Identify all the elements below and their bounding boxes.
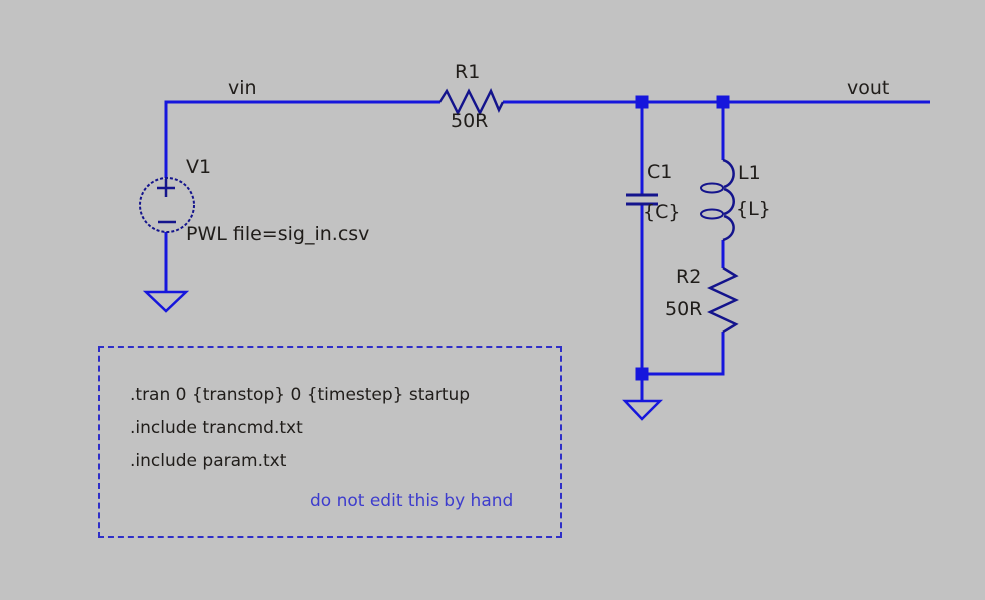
plus-icon	[157, 179, 175, 197]
c1-ref-label[interactable]: C1	[647, 161, 673, 183]
resistor-r2-body[interactable]	[707, 266, 739, 334]
spice-directive-line[interactable]: .include param.txt	[130, 451, 287, 471]
r1-value-label[interactable]: 50R	[451, 110, 489, 132]
spice-directive-line[interactable]: .tran 0 {transtop} 0 {timestep} startup	[130, 385, 471, 405]
c1-value-label[interactable]: {C}	[643, 201, 681, 223]
resistor-r1-body[interactable]	[438, 88, 505, 116]
spice-directive-box	[98, 346, 562, 538]
do-not-edit-note[interactable]: do not edit this by hand	[310, 491, 514, 511]
wire-ground-rail[interactable]	[642, 332, 725, 376]
v1-value-label[interactable]: PWL file=sig_in.csv	[186, 223, 370, 245]
capacitor-c1-body[interactable]	[626, 193, 658, 206]
r1-ref-label[interactable]: R1	[455, 61, 481, 83]
voltage-source-v1-body[interactable]	[139, 177, 195, 233]
junction-dot	[635, 367, 649, 381]
r2-ref-label[interactable]: R2	[676, 266, 702, 288]
net-label-vin[interactable]: vin	[228, 77, 257, 99]
ground-symbol-rlc[interactable]	[622, 399, 664, 421]
r2-value-label[interactable]: 50R	[665, 298, 703, 320]
junction-dot	[635, 95, 649, 109]
junction-dot	[716, 95, 730, 109]
l1-ref-label[interactable]: L1	[738, 162, 761, 184]
net-label-vout[interactable]: vout	[847, 77, 890, 99]
inductor-l1-body[interactable]	[700, 158, 735, 242]
v1-ref-label[interactable]: V1	[186, 156, 212, 178]
wire-vin-net[interactable]	[164, 100, 440, 178]
ground-symbol-v1[interactable]	[142, 290, 190, 313]
l1-value-label[interactable]: {L}	[736, 198, 771, 220]
spice-directive-line[interactable]: .include trancmd.txt	[130, 418, 303, 438]
